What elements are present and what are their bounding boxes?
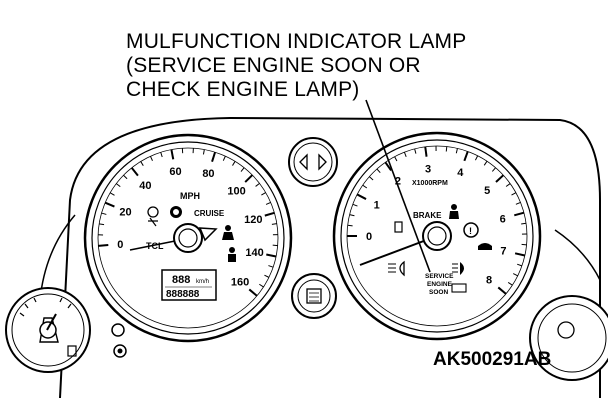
tachometer-tick-label: 1 — [374, 200, 380, 212]
tachometer-tick-label: 4 — [457, 167, 464, 179]
tachometer-tick — [425, 147, 426, 157]
figure-id: AK500291AB — [433, 349, 551, 371]
speedometer-tick-label: 100 — [227, 185, 245, 197]
speedometer-tick — [98, 245, 108, 246]
tachometer-tick-label: 7 — [500, 246, 506, 258]
abs-icon — [170, 206, 182, 218]
tachometer-tick — [521, 223, 526, 224]
tachometer-tick-label: 5 — [484, 185, 490, 197]
speedometer-tick-label: 120 — [244, 214, 262, 226]
svg-text:!: ! — [469, 226, 472, 236]
callout-label: MULFUNCTION INDICATOR LAMP (SERVICE ENGI… — [126, 30, 466, 102]
speedometer-tick-label: 20 — [119, 206, 131, 218]
callout-line-1: MULFUNCTION INDICATOR LAMP — [126, 30, 466, 54]
tachometer-tick — [446, 147, 447, 152]
odometer-unit: km/h — [196, 279, 209, 285]
small-indicator-bottom — [114, 345, 126, 357]
trip-digits: 888888 — [166, 289, 200, 300]
speedometer-tick-label: 80 — [202, 168, 214, 180]
speedometer-tick-label: 40 — [139, 180, 151, 192]
callout-line-3: CHECK ENGINE LAMP) — [126, 78, 466, 102]
tachometer-tick-label: 0 — [366, 231, 372, 243]
speedometer-tick-label: 160 — [231, 277, 249, 289]
speedometer-tick-label: 0 — [117, 239, 123, 251]
tachometer-unit: X1000RPM — [412, 180, 448, 187]
hazard-button — [289, 138, 337, 186]
lamp-label-engine: ENGINE — [427, 281, 453, 288]
seatbelt-warning-icon — [228, 247, 236, 262]
cruise-label: CRUISE — [194, 209, 225, 218]
indicator-lamp-center — [292, 274, 336, 318]
tachometer-tick — [348, 225, 353, 226]
speedometer-unit: MPH — [180, 191, 200, 201]
brake-label: BRAKE — [413, 211, 442, 220]
speedometer-tick-label: 60 — [169, 166, 181, 178]
tachometer-tick-label: 3 — [425, 164, 431, 176]
speedometer-tick-label: 140 — [245, 247, 263, 259]
lamp-label-service: SERVICE — [425, 273, 454, 280]
odometer-digits: 888 — [172, 274, 190, 286]
callout-line-2: (SERVICE ENGINE SOON OR — [126, 54, 466, 78]
lamp-label-soon: SOON — [429, 289, 448, 296]
small-indicator-top — [112, 324, 124, 336]
tachometer-tick-label: 8 — [486, 275, 492, 287]
tachometer-tick-label: 6 — [500, 213, 506, 225]
left-small-gauge — [6, 288, 90, 372]
